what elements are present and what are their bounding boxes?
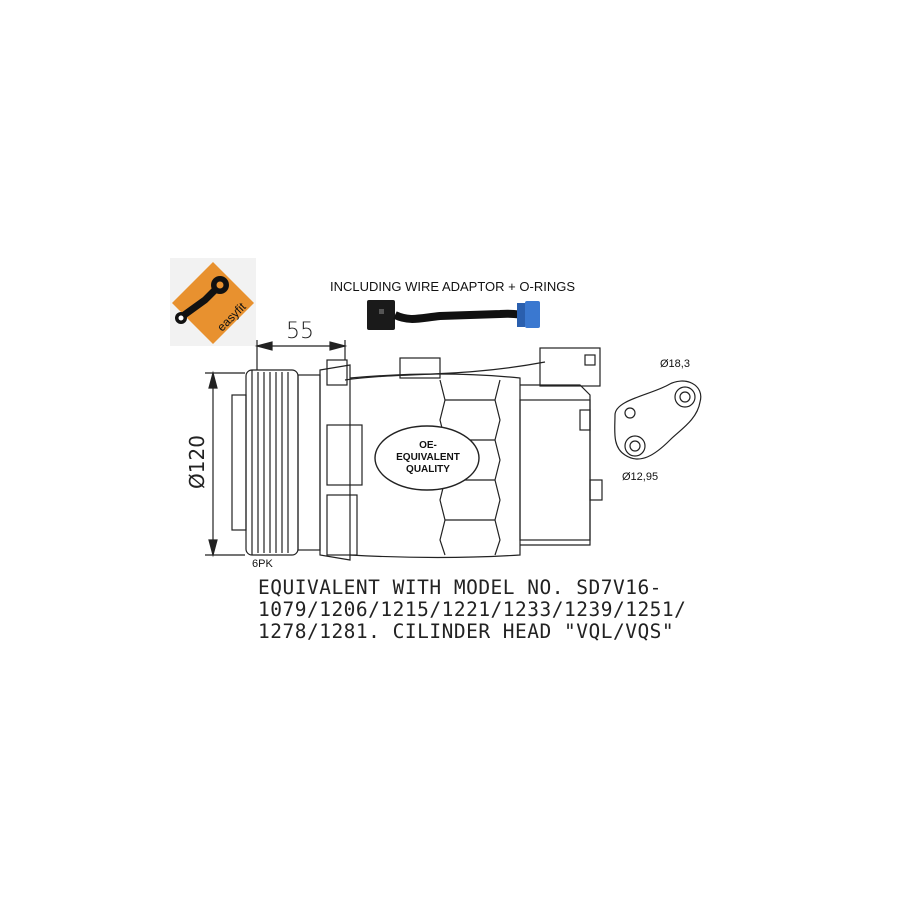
compressor-body [231,347,603,561]
equivalence-line-1: EQUIVALENT WITH MODEL NO. SD7V16- [258,576,662,599]
belt-type-label: 6PK [252,558,273,570]
badge-line-1: OE- [419,440,437,451]
oe-quality-badge: OE- EQUIVALENT QUALITY [378,440,478,476]
oring-large-label: Ø18,3 [660,358,690,370]
equivalence-line-3: 1278/1281. CILINDER HEAD "VQL/VQS" [258,620,675,643]
badge-line-3: QUALITY [406,464,450,475]
badge-line-2: EQUIVALENT [396,452,460,463]
oe-badge-outline [374,425,480,491]
diameter-dimension-label: Ø120 [184,435,209,489]
length-dimension-label: 55 [286,319,314,344]
wire-adaptor-image [367,300,540,330]
equivalence-line-2: 1079/1206/1215/1221/1233/1239/1251/ [258,598,687,621]
dimension-lines [205,340,348,558]
o-rings-drawing [614,380,702,460]
oring-small-label: Ø12,95 [622,471,659,483]
wire-adaptor-caption: INCLUDING WIRE ADAPTOR + O-RINGS [330,279,575,294]
easyfit-logo: easyfit [170,258,256,346]
